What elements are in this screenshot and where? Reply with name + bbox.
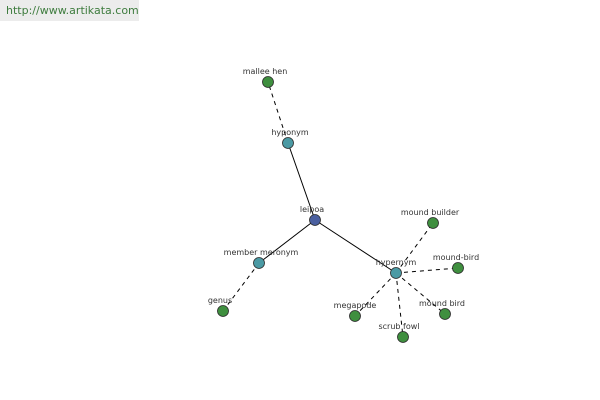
graph-node-hyponym[interactable]: hyponym <box>271 128 309 149</box>
node-dot-mound-bird[interactable] <box>439 308 451 320</box>
node-label-scrub-fowl: scrub fowl <box>378 322 419 331</box>
node-dot-megapode[interactable] <box>349 310 361 322</box>
node-dot-mound-builder[interactable] <box>427 217 439 229</box>
node-label-megapode: megapode <box>334 301 377 310</box>
edge-leipoa-to-hypernym <box>314 219 397 274</box>
graph-node-megapode[interactable]: megapode <box>334 301 377 322</box>
node-label-hypernym: hypernym <box>376 258 417 267</box>
node-label-mound-builder: mound builder <box>401 208 460 217</box>
graph-node-mound-builder[interactable]: mound builder <box>401 208 460 229</box>
edge-hypernym-to-megapode <box>354 272 397 317</box>
graph-node-leipoa[interactable]: leipoa <box>300 205 324 226</box>
node-dot-member-meronym[interactable] <box>253 257 265 269</box>
edge-hypernym-to-mound-builder <box>395 222 434 274</box>
node-dot-leipoa[interactable] <box>309 214 321 226</box>
edge-leipoa-to-member-meronym <box>258 219 316 264</box>
node-label-mound-bird-hyphen: mound-bird <box>433 253 479 262</box>
graph-node-hypernym[interactable]: hypernym <box>376 258 417 279</box>
site-url-link[interactable]: http://www.artikata.com <box>6 4 139 17</box>
node-dot-hyponym[interactable] <box>282 137 294 149</box>
edge-member-meronym-to-genus <box>222 262 260 312</box>
node-label-mallee-hen: mallee hen <box>243 67 288 76</box>
node-label-leipoa: leipoa <box>300 205 324 214</box>
graph-nodes: leipoa hyponym mallee hen member meronym gen… <box>208 67 479 343</box>
edge-hypernym-to-mound-bird <box>395 272 446 315</box>
edge-hyponym-to-mallee-hen <box>267 81 289 144</box>
node-label-hyponym: hyponym <box>271 128 309 137</box>
node-label-member-meronym: member meronym <box>224 248 299 257</box>
graph-node-scrub-fowl[interactable]: scrub fowl <box>378 322 420 343</box>
node-dot-mallee-hen[interactable] <box>262 76 274 88</box>
graph-node-genus[interactable]: genus <box>208 296 232 317</box>
node-dot-genus[interactable] <box>217 305 229 317</box>
node-dot-hypernym[interactable] <box>390 267 402 279</box>
graph-node-member-meronym[interactable]: member meronym <box>224 248 299 269</box>
graph-node-mound-bird-hyphen[interactable]: mound-bird <box>433 253 479 274</box>
edge-leipoa-to-hyponym <box>287 142 316 221</box>
node-dot-scrub-fowl[interactable] <box>397 331 409 343</box>
node-label-mound-bird: mound bird <box>419 299 465 308</box>
node-dot-mound-bird-hyphen[interactable] <box>452 262 464 274</box>
site-url-banner: http://www.artikata.com <box>0 0 139 21</box>
graph-node-mallee-hen[interactable]: mallee hen <box>243 67 288 88</box>
edge-hypernym-to-scrub-fowl <box>395 272 404 338</box>
node-label-genus: genus <box>208 296 232 305</box>
graph-node-mound-bird[interactable]: mound bird <box>419 299 465 320</box>
graph-edges <box>222 81 459 338</box>
edge-hypernym-to-mound-bird-hyphen <box>395 267 459 274</box>
